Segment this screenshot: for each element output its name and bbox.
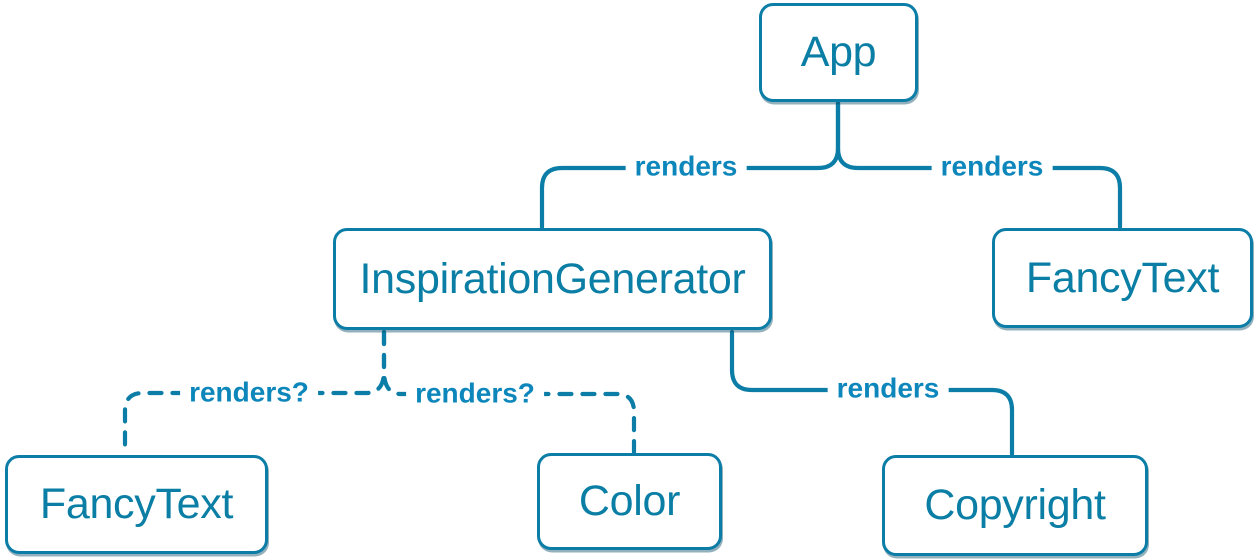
node-inspiration-generator: InspirationGenerator [333,228,772,330]
node-fancy-text-top-label: FancyText [1025,253,1220,302]
edge-label-app-to-inspirationgenerator: renders [625,151,747,183]
node-fancy-text-bottom: FancyText [5,455,268,554]
node-color-label: Color [578,477,681,525]
node-copyright-label: Copyright [924,481,1106,529]
edge-label-app-to-fancytext: renders [931,151,1053,183]
node-copyright: Copyright [882,455,1148,556]
node-inspiration-generator-label: InspirationGenerator [359,254,746,303]
node-color: Color [537,453,722,550]
node-fancy-text-top: FancyText [992,228,1253,328]
node-app-label: App [800,28,877,76]
edge-label-inspirationgenerator-to-copyright: renders [827,373,949,405]
node-fancy-text-bottom-label: FancyText [39,480,234,528]
edge-label-inspirationgenerator-to-color: renders? [406,378,544,410]
node-app: App [759,3,918,102]
edge-label-inspirationgenerator-to-fancytext: renders? [180,377,318,409]
